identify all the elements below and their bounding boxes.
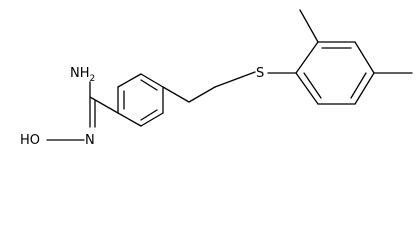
double-bond-inner <box>303 72 322 99</box>
bond <box>140 112 164 127</box>
bond <box>89 96 119 114</box>
bond <box>354 72 375 105</box>
methyl-bond <box>299 9 319 43</box>
bond <box>162 86 190 103</box>
bond <box>117 73 142 88</box>
hydroxyl-label: HO <box>20 133 40 148</box>
amidoxime-group <box>46 81 119 141</box>
bond <box>295 72 319 105</box>
oxime-nitrogen-label: N <box>85 133 95 148</box>
bond <box>354 41 375 74</box>
bond <box>295 41 319 74</box>
amine-label: NH2 <box>70 66 95 84</box>
amine-text: NH <box>70 66 90 81</box>
sulfur-label: S <box>256 66 264 81</box>
double-bond-inner <box>350 72 367 99</box>
thioether-linker <box>162 71 297 103</box>
bond <box>214 71 256 88</box>
amine-subscript: 2 <box>90 74 96 84</box>
benzene-ring-left <box>117 73 164 127</box>
molecule-diagram: NH2 HO N S <box>20 9 413 148</box>
double-bond-inner <box>140 109 158 121</box>
bond <box>188 86 216 103</box>
structure-canvas: NH2 HO N S <box>20 9 413 148</box>
bond <box>140 73 164 88</box>
bond <box>117 112 142 127</box>
double-bond-inner <box>140 79 158 91</box>
benzene-ring-right <box>295 9 413 105</box>
